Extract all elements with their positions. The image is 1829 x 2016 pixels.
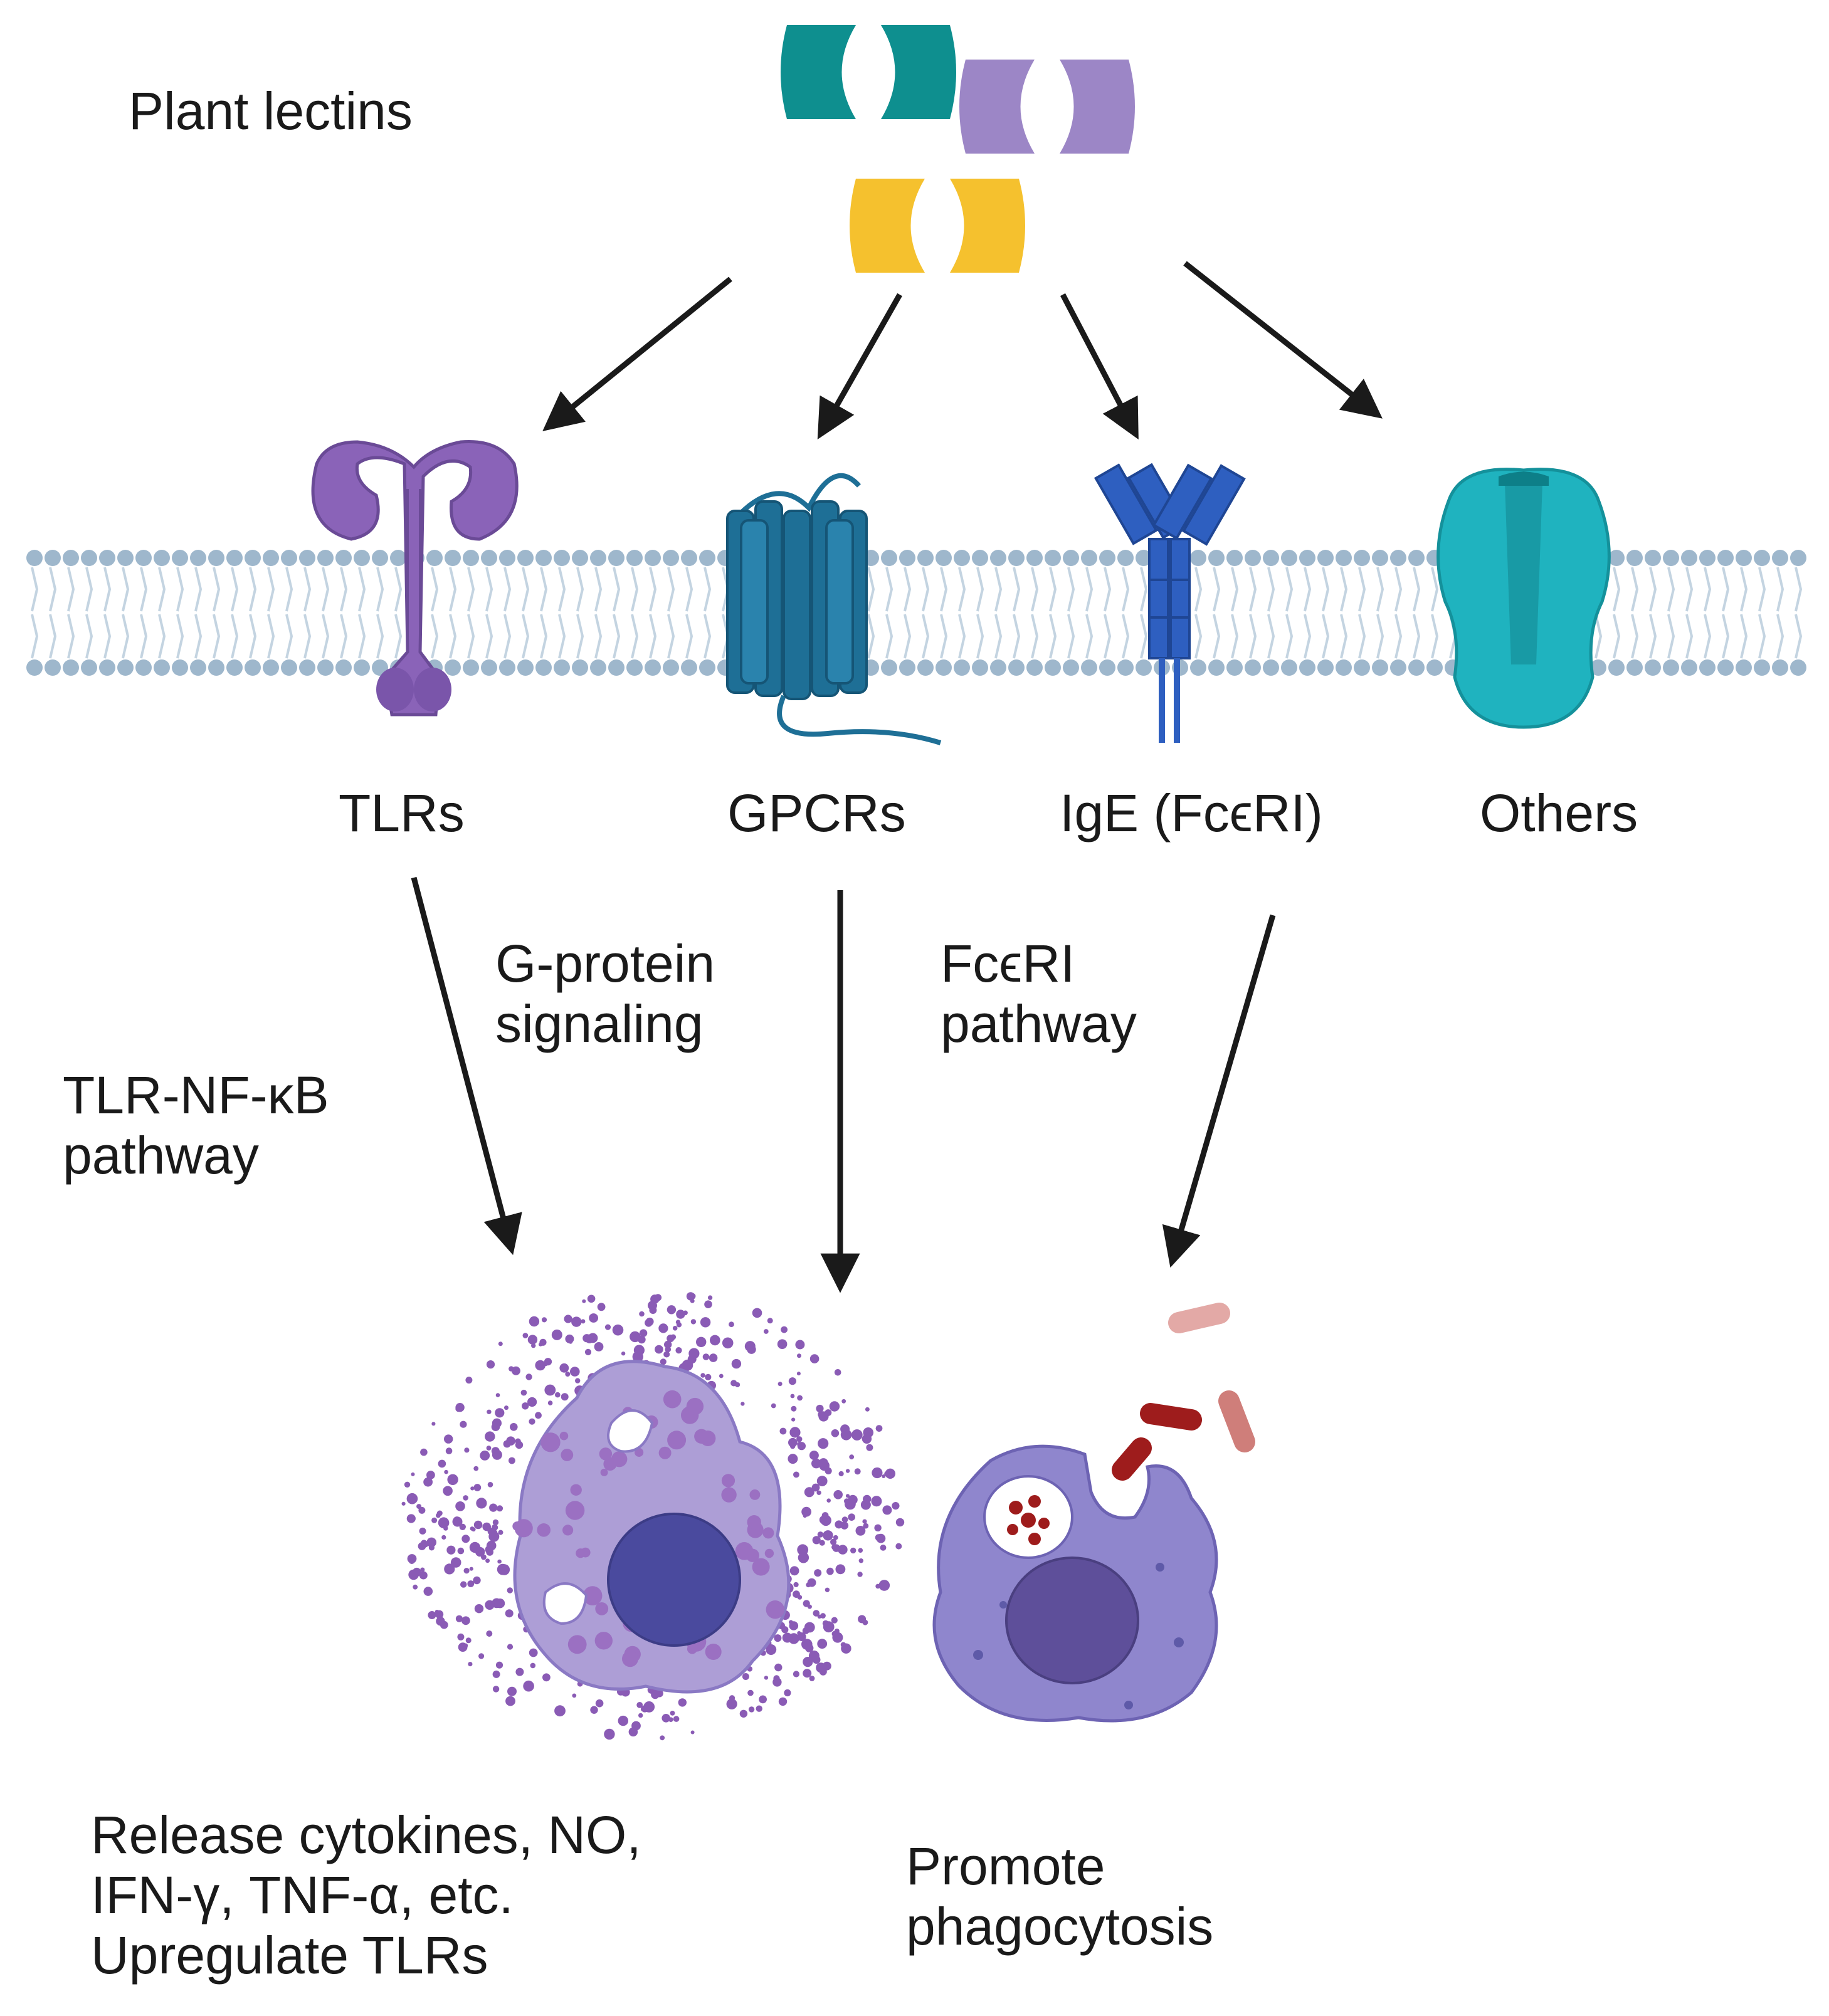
gpcr-receptor-icon (726, 473, 942, 745)
pathway-gpcr-line-1: G-protein (495, 934, 715, 993)
pathway-label-gpcr: G-protein signaling (495, 934, 715, 1054)
bacteria-group (1112, 1303, 1255, 1481)
title-plant-lectins: Plant lectins (129, 81, 413, 140)
pathway-fce-line-1: FcϵRI (941, 934, 1075, 993)
receptor-label-tlr: TLRs (339, 784, 465, 843)
arrow-to-gpcr (817, 293, 902, 439)
pathway-label-tlr: TLR-NF-κB pathway (63, 1066, 329, 1186)
lectin-icon (850, 179, 1025, 273)
pathway-tlr-line-1: TLR-NF-κB (63, 1066, 329, 1125)
lectin-arrows (542, 261, 1383, 440)
arrow-fce-pathway (1162, 914, 1276, 1268)
pathway-gpcr-line-2: signaling (495, 994, 704, 1053)
bacterium-icon (1218, 1390, 1255, 1452)
channel-receptor-icon (1436, 468, 1611, 729)
mast-cell-icon (401, 1292, 905, 1741)
arrow-to-others (1183, 261, 1383, 419)
cell-membrane (26, 550, 1806, 676)
outcome-left: Release cytokines, NO, IFN-γ, TNF-α, etc… (91, 1805, 641, 1985)
outcome-right-line-1: Promote (906, 1837, 1105, 1896)
arrow-to-tlr (542, 276, 732, 431)
lectin-icon (781, 25, 956, 119)
outcome-left-line-3: Upregulate TLRs (91, 1925, 488, 1985)
outcome-left-line-2: IFN-γ, TNF-α, etc. (91, 1865, 514, 1924)
receptor-label-ige: IgE (FcϵRI) (1060, 784, 1323, 843)
ige-receptor-icon (1094, 463, 1246, 743)
pathway-arrows (411, 876, 1276, 1293)
pathway-label-fce: FcϵRI pathway (941, 934, 1137, 1054)
arrow-to-ige (1060, 293, 1139, 440)
bacterium-icon (1168, 1303, 1230, 1333)
bacterium-icon (1140, 1403, 1202, 1431)
arrow-tlr-pathway (411, 876, 522, 1256)
receptor-label-others: Others (1480, 784, 1638, 843)
outcome-left-line-1: Release cytokines, NO, (91, 1805, 641, 1864)
pathway-tlr-line-2: pathway (63, 1125, 259, 1185)
lectin-group (781, 25, 1135, 273)
macrophage-icon (932, 1444, 1218, 1723)
outcome-right-line-2: phagocytosis (906, 1896, 1214, 1956)
receptor-label-gpcr: GPCRs (727, 784, 906, 843)
pathway-fce-line-2: pathway (941, 994, 1137, 1053)
tlr-receptor-icon (311, 439, 519, 717)
lectin-icon (959, 60, 1135, 154)
outcome-right: Promote phagocytosis (906, 1837, 1213, 1957)
bacterium-icon (1112, 1437, 1152, 1481)
